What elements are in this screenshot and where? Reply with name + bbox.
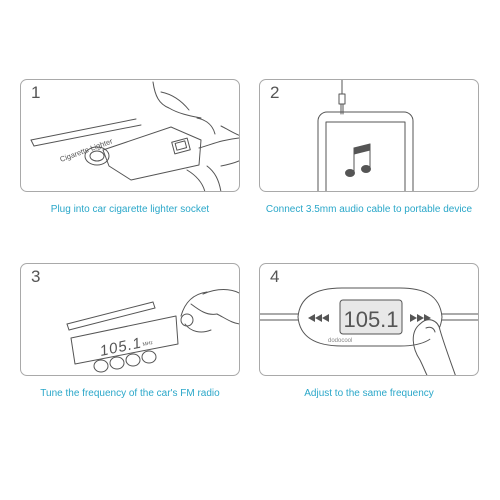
step-4-panel: 4 105.1 xyxy=(259,263,479,376)
fm-transmitter-body xyxy=(297,287,443,347)
step-1-panel: 1 Cigarette Lighter xyxy=(20,79,240,192)
step-2-illustration xyxy=(317,80,414,191)
car-radio-icon xyxy=(70,315,179,365)
step-4-number: 4 xyxy=(270,267,280,286)
car-radio-slot xyxy=(66,301,154,325)
fm-transmitter-icon xyxy=(102,126,202,181)
step-3-number: 3 xyxy=(31,267,41,286)
step-1-illustration: Cigarette Lighter xyxy=(30,81,239,191)
hand-icon xyxy=(180,291,208,317)
hand-icon xyxy=(152,81,202,119)
step-4-illustration: 105.1 dodocool xyxy=(260,287,478,375)
step-2-number: 2 xyxy=(270,83,280,102)
step-1-number: 1 xyxy=(31,83,41,102)
step-3-caption: Tune the frequency of the car's FM radio xyxy=(40,388,220,399)
step-3-panel: 3 105.1 MHz xyxy=(20,263,240,376)
phone-icon xyxy=(317,111,414,191)
step-4-caption: Adjust to the same frequency xyxy=(304,388,434,399)
step-1-caption: Plug into car cigarette lighter socket xyxy=(50,204,210,215)
step-3-frequency: 105.1 xyxy=(98,334,143,359)
step-2-panel: 2 xyxy=(259,79,479,192)
step-4-brand: dodocool xyxy=(328,338,352,344)
step-4-frequency: 105.1 xyxy=(343,307,398,332)
step-3-illustration: 105.1 MHz xyxy=(66,289,239,373)
step-3-unit: MHz xyxy=(142,340,154,348)
music-note-icon xyxy=(345,143,371,177)
rewind-icon xyxy=(308,314,329,322)
thumb-icon xyxy=(419,319,456,375)
dashboard-slot xyxy=(30,118,137,141)
step-2-caption: Connect 3.5mm audio cable to portable de… xyxy=(265,204,473,215)
cigarette-lighter-socket-icon xyxy=(84,146,110,166)
